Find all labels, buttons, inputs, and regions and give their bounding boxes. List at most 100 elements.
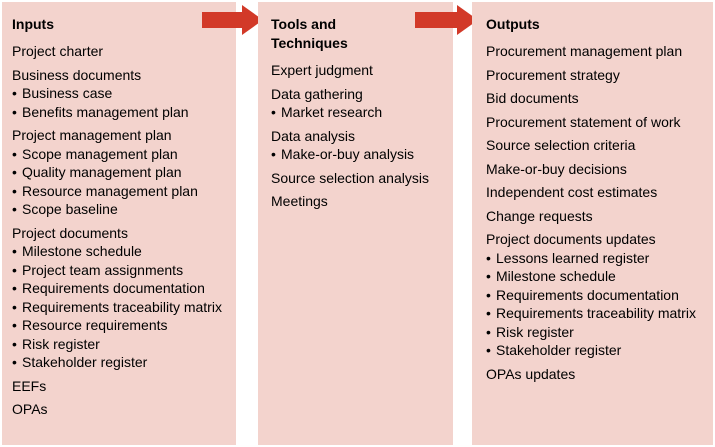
itto-sub-item: • Requirements documentation	[12, 279, 228, 298]
itto-group: Procurement statement of work	[486, 113, 701, 132]
outputs-title: Outputs	[486, 16, 540, 32]
itto-item-label: Business documents	[12, 66, 142, 83]
itto-sub-item: • Stakeholder register	[12, 353, 228, 372]
itto-item-label: OPAs	[12, 401, 48, 417]
itto-group: Change requests	[486, 207, 701, 226]
itto-item-label: EEFs	[12, 377, 47, 394]
bullet-icon: •	[486, 249, 491, 266]
itto-item-label: Source selection criteria	[486, 137, 636, 153]
itto-group: Bid documents	[486, 89, 701, 108]
itto-item-label: OPAs updates	[486, 365, 576, 382]
itto-sub-item: •Project team assignments	[12, 261, 228, 280]
arrow-right-icon	[202, 5, 263, 35]
itto-sub-item: • Risk register	[486, 323, 701, 342]
itto-group: Independent cost estimates	[486, 183, 701, 202]
itto-group: Procurement strategy	[486, 66, 701, 85]
itto-sub-item-label: Scope management plan	[22, 145, 178, 162]
arrow-shaft	[415, 12, 458, 28]
itto-sub-item-label: Business case	[22, 85, 113, 101]
itto-sub-item: •Resource requirements	[12, 316, 228, 335]
bullet-icon: •	[271, 104, 276, 120]
bullet-icon: •	[486, 305, 491, 321]
itto-group: Business documents • Business case • Benefit…	[12, 66, 228, 122]
itto-group: Data analysis•Make-or-buy analysis	[271, 127, 433, 164]
bullet-icon: •	[486, 286, 491, 303]
itto-item-label: Independent cost estimates	[486, 184, 658, 200]
arrow-head	[242, 5, 263, 35]
itto-sub-item-label: Resource requirements	[22, 317, 168, 333]
itto-sub-item-label: Benefits management plan	[22, 103, 189, 120]
itto-group: Project charter	[12, 42, 228, 61]
bullet-icon: •	[12, 280, 17, 296]
itto-group: Meetings	[271, 192, 433, 211]
itto-sub-item-label: Stakeholder register	[496, 342, 622, 358]
itto-sub-item: •Milestone schedule	[486, 267, 701, 286]
itto-group: Project management plan • Scope management…	[12, 126, 228, 219]
itto-item-label: Project documents updates	[486, 231, 656, 247]
bullet-icon: •	[12, 298, 17, 315]
bullet-icon: •	[486, 323, 491, 340]
itto-sub-item-label: Requirements documentation	[22, 280, 205, 296]
itto-item-label: Change requests	[486, 207, 593, 224]
itto-item-label: Data analysis	[271, 127, 356, 144]
itto-group: Source selection analysis	[271, 169, 433, 188]
itto-sub-item: • Requirements documentation	[486, 286, 701, 305]
itto-sub-item: • Resource management plan	[12, 182, 228, 201]
itto-sub-item: • Scope management plan	[12, 145, 228, 164]
bullet-icon: •	[12, 335, 17, 352]
itto-sub-item: • Stakeholder register	[486, 341, 701, 360]
inputs-title: Inputs	[12, 16, 54, 32]
itto-sub-item: • Risk register	[12, 335, 228, 354]
itto-item-label: Procurement strategy	[486, 66, 620, 83]
itto-sub-item-label: Project team assignments	[22, 261, 184, 278]
itto-sub-item-label: Risk register	[496, 323, 574, 340]
itto-group: Data gathering • Market research	[271, 85, 433, 122]
bullet-icon: •	[12, 103, 17, 120]
itto-sub-item: • Requirements traceability matrix	[12, 298, 228, 317]
itto-sub-item-label: Make-or-buy analysis	[281, 146, 415, 162]
itto-sub-item-label: Stakeholder register	[22, 354, 148, 370]
itto-item-label: Procurement management plan	[486, 43, 683, 59]
itto-sub-item-label: Market research	[281, 104, 383, 120]
bullet-icon: •	[486, 342, 491, 358]
itto-sub-item: • Requirements traceability matrix	[486, 304, 701, 323]
itto-sub-item-label: Resource management plan	[22, 182, 198, 199]
itto-group: Project documents•Milestone schedule•Pro…	[12, 224, 228, 372]
bullet-icon: •	[12, 182, 17, 199]
itto-sub-item: •Milestone schedule	[12, 242, 228, 261]
itto-sub-item-label: Risk register	[22, 335, 100, 352]
bullet-icon: •	[12, 201, 17, 217]
itto-sub-item-label: Milestone schedule	[496, 268, 616, 284]
itto-sub-item: • Benefits management plan	[12, 103, 228, 122]
itto-sub-item: •Lessons learned register	[486, 249, 701, 268]
itto-item-label: Meetings	[271, 193, 328, 209]
itto-item-label: Expert judgment	[271, 62, 373, 78]
itto-item-label: Project charter	[12, 43, 104, 59]
arrow-shaft	[202, 12, 243, 28]
itto-item-label: Data gathering	[271, 85, 363, 102]
itto-item-label: Bid documents	[486, 90, 579, 106]
itto-group: Project documents updates •Lessons learne…	[486, 230, 701, 360]
itto-item-label: Project management plan	[12, 127, 172, 143]
itto-sub-item-label: Scope baseline	[22, 201, 118, 217]
itto-group: Expert judgment	[271, 61, 433, 80]
itto-item-label: Procurement statement of work	[486, 113, 681, 130]
itto-sub-item: • Scope baseline	[12, 200, 228, 219]
arrow-right-icon	[415, 5, 478, 35]
itto-item-label: Source selection analysis	[271, 169, 429, 186]
itto-sub-item: •Quality management plan	[12, 163, 228, 182]
bullet-icon: •	[12, 85, 17, 101]
itto-sub-item: •Make-or-buy analysis	[271, 145, 433, 164]
itto-sub-item-label: Requirements traceability matrix	[22, 298, 222, 315]
itto-sub-item-label: Requirements documentation	[496, 286, 679, 303]
itto-sub-item-label: Requirements traceability matrix	[496, 305, 696, 321]
bullet-icon: •	[12, 145, 17, 162]
itto-sub-item: • Market research	[271, 103, 433, 122]
bullet-icon: •	[12, 354, 17, 370]
tools-techniques-title: Tools and Techniques	[271, 16, 348, 51]
